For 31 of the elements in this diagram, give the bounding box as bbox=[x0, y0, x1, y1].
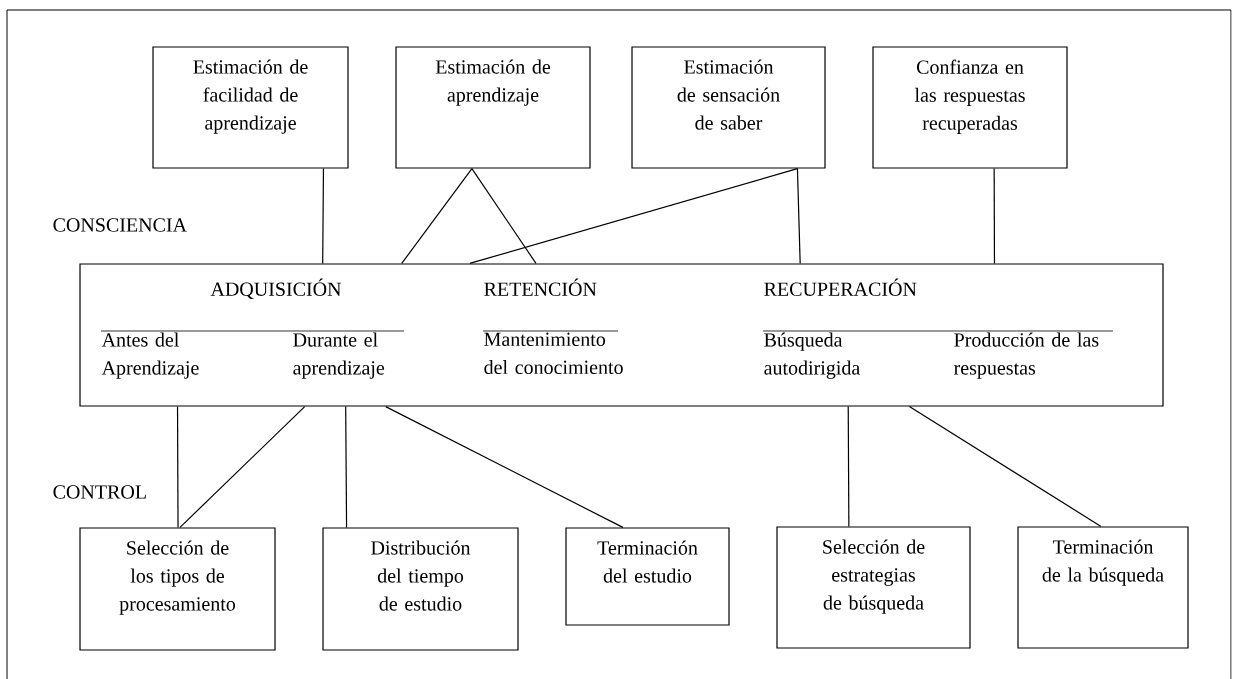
connector-line bbox=[401, 168, 473, 264]
process-box: Distribución del tiempo de estudio bbox=[322, 527, 519, 651]
stage-heading: ADQUISICIÓN bbox=[210, 278, 342, 299]
connector-line bbox=[176, 406, 179, 528]
substage-text: Búsqueda autodirigida bbox=[764, 332, 860, 379]
connector-line bbox=[847, 406, 850, 527]
section-label: CONSCIENCIA bbox=[53, 218, 187, 232]
connector-line bbox=[908, 406, 1102, 527]
process-box: Terminación del estudio bbox=[565, 527, 730, 626]
connector-line bbox=[385, 406, 624, 528]
substage-text: Mantenimiento del conocimiento bbox=[484, 332, 623, 375]
process-box: Estimación de facilidad de aprendizaje bbox=[152, 46, 349, 169]
connector-line bbox=[993, 168, 996, 264]
connector-line bbox=[179, 406, 306, 528]
connector-line bbox=[469, 168, 799, 264]
process-box: Confianza en las respuestas recuperadas bbox=[872, 46, 1068, 169]
process-box: Estimación de aprendizaje bbox=[395, 46, 591, 169]
substage-text: Durante el aprendizaje bbox=[293, 332, 385, 379]
connector-line bbox=[471, 168, 537, 264]
connector-line bbox=[345, 406, 348, 528]
process-box: Terminación de la búsqueda bbox=[1017, 526, 1189, 649]
process-box: Selección de los tipos de procesamiento bbox=[79, 527, 276, 651]
stage-heading: RETENCIÓN bbox=[484, 278, 597, 296]
connector-line bbox=[322, 168, 325, 264]
substage-text: Antes del Aprendizaje bbox=[101, 332, 199, 379]
process-box: Selección de estrategias de búsqueda bbox=[776, 526, 971, 649]
substage-text: Producción de las respuestas bbox=[954, 332, 1099, 379]
stage-heading: RECUPERACIÓN bbox=[764, 278, 917, 296]
connector-line bbox=[796, 168, 801, 264]
section-label: CONTROL bbox=[53, 485, 146, 499]
process-box: Estimación de sensación de saber bbox=[631, 46, 826, 169]
